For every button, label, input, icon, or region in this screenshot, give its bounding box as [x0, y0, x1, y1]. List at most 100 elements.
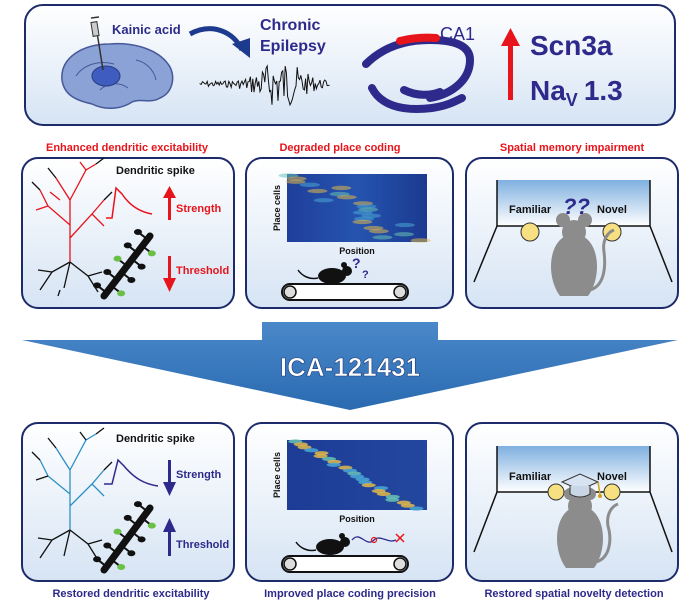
place-field: [410, 238, 431, 243]
scn3a-label: Scn3a: [530, 30, 613, 61]
drug-label: ICA-121431: [280, 352, 420, 382]
neuron-illustration-red: [31, 157, 113, 297]
spine-head: [133, 501, 142, 508]
spatial-memory-impairment-title: Spatial memory impairment: [500, 142, 645, 154]
spine-neck: [111, 285, 120, 293]
place-cells-axis-label: Place cells: [272, 185, 282, 231]
spine-head: [127, 276, 136, 283]
place-field: [285, 179, 306, 184]
spine-head: [117, 290, 126, 297]
spike-trace-blue: [104, 458, 159, 487]
novel-object-label-2: Novel: [597, 471, 627, 483]
place-field: [313, 454, 328, 459]
spine-neck: [129, 246, 138, 254]
place-field: [368, 229, 389, 234]
spine-neck: [109, 546, 118, 554]
place-cell-heatmap-improved: [287, 439, 427, 511]
hippocampus-illustration: [362, 33, 475, 113]
place-cell-heatmap-degraded: [278, 173, 431, 243]
curved-arrow: [188, 26, 250, 58]
spine-neck: [119, 532, 128, 540]
restored-dendritic-excitability-title: Restored dendritic excitability: [52, 588, 210, 600]
spine-neck: [139, 233, 149, 241]
spine-head: [123, 514, 132, 521]
nav-main-text: Na: [530, 75, 566, 106]
spine-neck: [129, 518, 138, 527]
spine-neck: [131, 258, 140, 266]
place-field: [299, 182, 320, 187]
spine-head: [123, 242, 132, 249]
spine-neck: [141, 517, 151, 525]
spine-head: [93, 556, 102, 563]
position-axis-label: Position: [339, 246, 375, 256]
degraded-place-coding-title: Degraded place coding: [279, 142, 400, 154]
place-field: [313, 198, 334, 203]
dendritic-spike-label-2: Dendritic spike: [116, 433, 195, 445]
treatment-arrow: [22, 322, 678, 410]
place-field: [376, 491, 391, 497]
confused-question-mark-1: ?: [352, 255, 361, 271]
threshold-label: Threshold: [176, 265, 229, 277]
place-field: [409, 506, 424, 511]
threshold-label-2: Threshold: [176, 539, 229, 551]
spine-neck: [131, 531, 140, 539]
mouse-brain-illustration: [61, 16, 174, 109]
nav13-label: NaV 1.3: [530, 75, 623, 110]
place-field: [372, 235, 393, 240]
panel-restored-excitability: [21, 422, 235, 582]
confused-question-mark-2: ?: [362, 269, 369, 281]
dendrite-spines-2: [93, 501, 156, 574]
place-field: [352, 219, 373, 225]
ca1-label: CA1: [440, 24, 475, 44]
spine-neck: [98, 560, 108, 568]
spine-neck: [121, 545, 130, 553]
spine-head: [93, 282, 102, 289]
neuron-illustration-blue: [31, 427, 113, 561]
place-field: [331, 185, 352, 191]
strength-label-2: Strength: [176, 469, 222, 481]
strength-down-arrow: [163, 460, 176, 496]
treadmill-mouse-2: [281, 533, 409, 573]
spine-head: [137, 263, 146, 270]
upregulation-arrow: [501, 28, 520, 100]
place-field: [385, 494, 400, 499]
spine-head: [117, 563, 126, 570]
eeg-trace: [199, 64, 330, 107]
place-field: [336, 195, 357, 200]
place-cells-axis-label-2: Place cells: [272, 452, 282, 498]
place-field: [393, 232, 414, 237]
place-field: [327, 459, 342, 464]
epilepsy-label: Epilepsy: [260, 38, 326, 55]
graduation-cap-icon: [560, 473, 602, 498]
improved-place-coding-precision-title: Improved place coding precision: [264, 588, 436, 600]
dendritic-spike-label: Dendritic spike: [116, 165, 195, 177]
threshold-down-arrow: [163, 256, 176, 292]
threshold-up-arrow: [163, 518, 176, 556]
position-axis-label-2: Position: [339, 514, 375, 524]
panel-enhanced-excitability: [21, 157, 235, 309]
spine-head: [103, 542, 112, 549]
place-field: [400, 503, 415, 508]
place-field: [304, 448, 319, 453]
spine-neck: [141, 245, 151, 253]
place-field: [286, 176, 307, 181]
kainic-acid-label: Kainic acid: [112, 22, 181, 37]
nav-number: 1.3: [584, 75, 623, 106]
spine-neck: [139, 505, 149, 513]
restored-spatial-novelty-detection-title: Restored spatial novelty detection: [484, 588, 663, 600]
place-field: [314, 451, 329, 456]
enhanced-dendritic-excitability-title: Enhanced dendritic excitability: [46, 142, 209, 154]
spine-head: [127, 550, 136, 557]
place-field: [326, 462, 341, 467]
strength-up-arrow: [163, 186, 176, 220]
spine-head: [113, 528, 122, 535]
nav-subscript: V: [566, 90, 578, 110]
place-field: [394, 222, 415, 228]
spine-neck: [111, 558, 120, 566]
chronic-label: Chronic: [260, 17, 321, 34]
place-field: [385, 497, 400, 502]
question-marks-label: ??: [563, 194, 590, 219]
spine-neck: [119, 259, 128, 267]
dendrite-spines: [93, 229, 156, 300]
